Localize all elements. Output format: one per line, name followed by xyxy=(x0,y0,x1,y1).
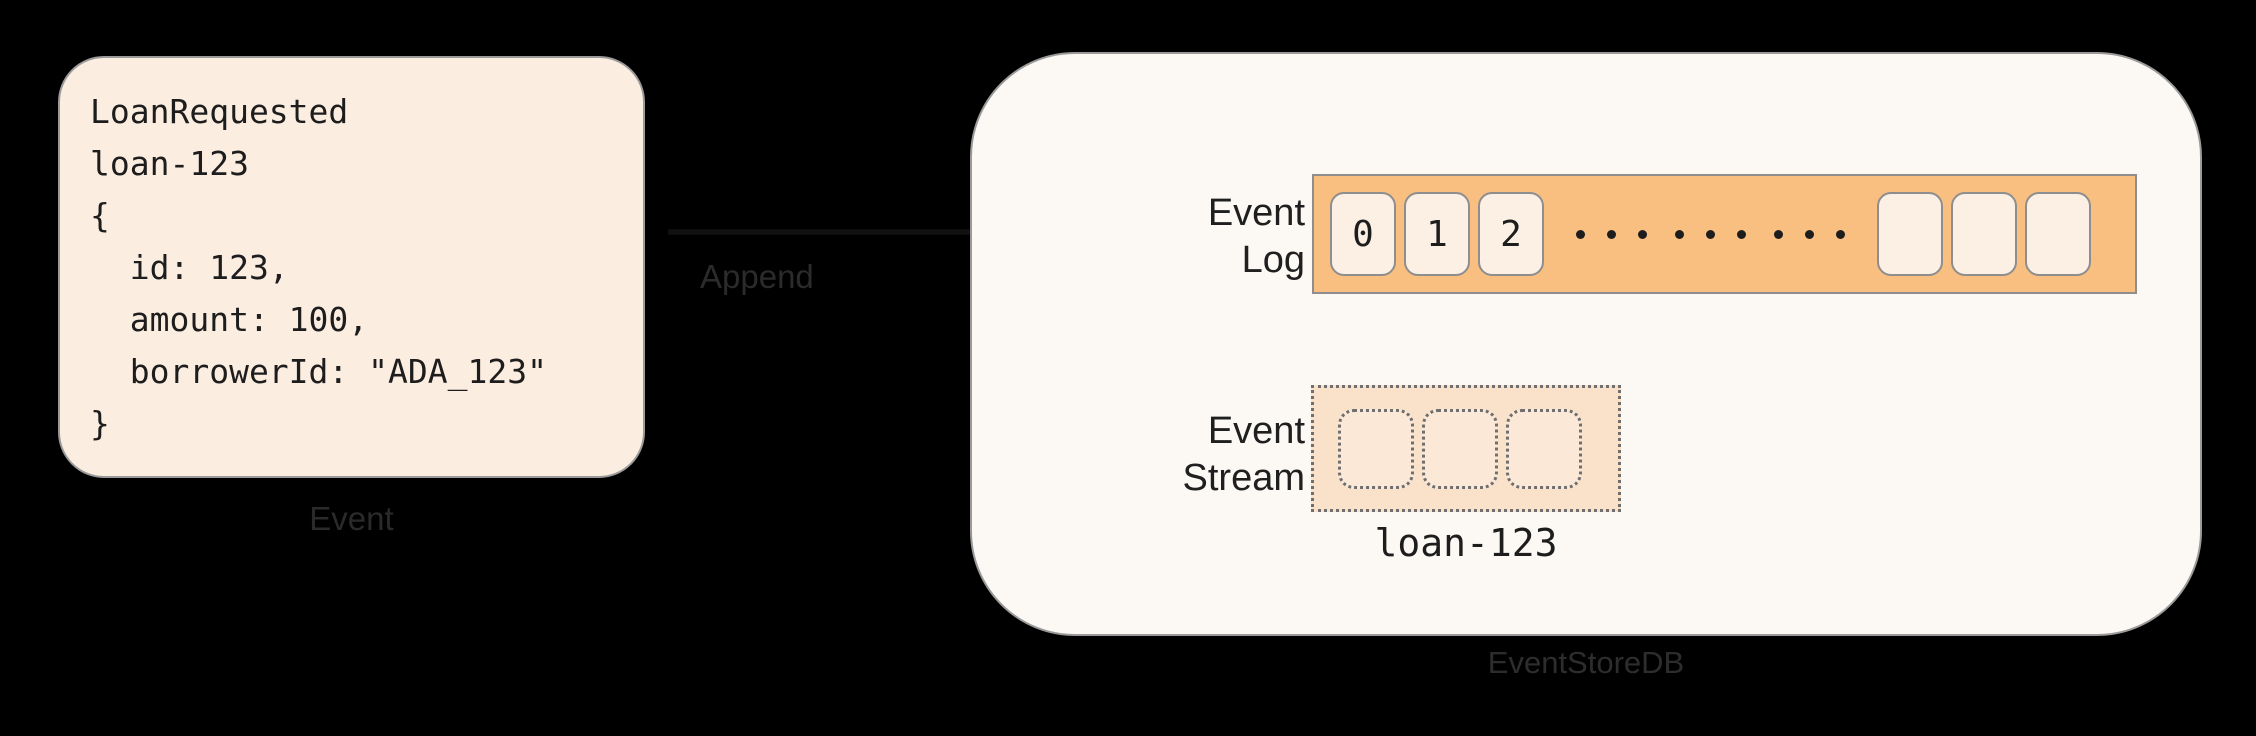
event-log-label-line1: Event xyxy=(1207,192,1305,234)
event-stream-label-line2: Stream xyxy=(1182,457,1305,499)
ellipsis-dot xyxy=(1805,229,1814,239)
event-card: LoanRequested loan-123 { id: 123, amount… xyxy=(58,56,645,478)
ellipsis-dot xyxy=(1774,229,1783,239)
dot-group xyxy=(1675,229,1746,239)
event-log-cell: 2 xyxy=(1478,192,1544,276)
eventstore-caption: EventStoreDB xyxy=(1487,645,1685,680)
ellipsis-dot xyxy=(1706,229,1715,239)
event-stream-cell xyxy=(1506,408,1582,489)
ellipsis-dot xyxy=(1576,229,1585,239)
event-stream-label: Event Stream xyxy=(1110,408,1305,502)
ellipsis-dot xyxy=(1638,229,1647,239)
ellipsis-dot xyxy=(1737,229,1746,239)
event-card-caption: Event xyxy=(309,500,394,537)
event-log-label-line2: Log xyxy=(1241,239,1305,281)
event-log-cell: 1 xyxy=(1404,192,1470,276)
eventstore-container xyxy=(970,52,2202,636)
event-log-cell-empty xyxy=(2025,192,2091,276)
ellipsis-dot xyxy=(1675,229,1684,239)
append-label: Append xyxy=(700,258,814,295)
event-stream-label-line1: Event xyxy=(1207,410,1305,452)
event-log-label: Event Log xyxy=(1120,190,1305,284)
event-log-ellipsis xyxy=(1576,229,1845,239)
ellipsis-dot xyxy=(1607,229,1616,239)
event-log-cell-empty xyxy=(1877,192,1943,276)
dot-group xyxy=(1576,229,1647,239)
event-log-cell-empty xyxy=(1951,192,2017,276)
dot-group xyxy=(1774,229,1845,239)
event-log-cell: 0 xyxy=(1330,192,1396,276)
event-stream-band xyxy=(1311,385,1621,512)
event-stream-cell xyxy=(1338,408,1414,489)
ellipsis-dot xyxy=(1836,229,1845,239)
event-payload-code: LoanRequested loan-123 { id: 123, amount… xyxy=(90,92,547,443)
event-log-band: 0 1 2 xyxy=(1312,174,2137,294)
event-stream-cell xyxy=(1422,408,1498,489)
event-stream-caption: loan-123 xyxy=(1374,521,1558,565)
